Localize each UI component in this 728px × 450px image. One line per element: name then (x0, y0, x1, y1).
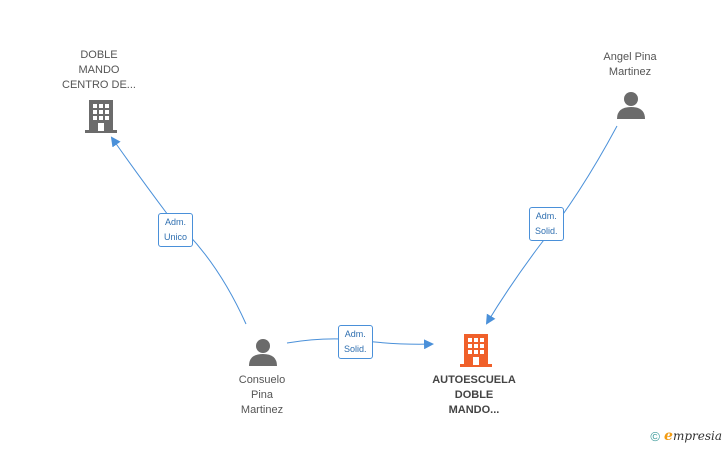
node-label-consuelo-pina[interactable]: Consuelo Pina Martinez (238, 374, 286, 416)
building-icon[interactable] (459, 332, 493, 368)
node-label-autoescuela[interactable]: AUTOESCUELA DOBLE MANDO... (432, 374, 516, 416)
node-label-doble-mando-centro[interactable]: DOBLE MANDO CENTRO DE... (62, 49, 136, 91)
brand-logo: empresia (664, 428, 722, 444)
edge-label-adm-unico: Adm. Unico (158, 213, 194, 247)
node-label-angel-pina[interactable]: Angel Pina Martinez (603, 51, 657, 78)
edge-angel-to-autoescuela (485, 125, 618, 325)
edge-label-adm-solid-consuelo: Adm. Solid. (338, 325, 373, 359)
brand-logo-initial: e (664, 428, 673, 444)
copyright-symbol: © (650, 428, 661, 444)
person-icon[interactable] (248, 337, 278, 367)
building-icon[interactable] (84, 98, 118, 134)
brand-logo-text: mpresia (672, 429, 722, 443)
edge-label-adm-solid-angel: Adm. Solid. (529, 207, 564, 241)
brand-watermark: © empresia (650, 428, 722, 444)
person-icon[interactable] (616, 90, 646, 120)
